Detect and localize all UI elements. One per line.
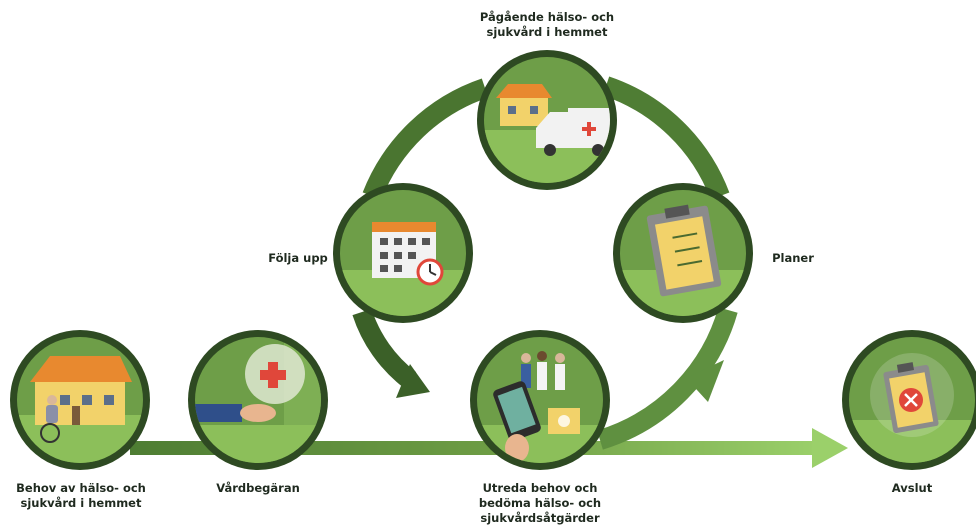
- step-behov-circle: [10, 330, 150, 470]
- folder-icon: [548, 408, 580, 434]
- label-utreda: Utreda behov och bedöma hälso- och sjukv…: [478, 481, 602, 525]
- clipboard-cancel-icon: [883, 362, 939, 434]
- phone-icon: [493, 381, 541, 462]
- step-utreda-circle: [470, 330, 610, 470]
- step-vardbegaran-circle: [188, 330, 328, 470]
- step-planer-circle: [613, 183, 753, 323]
- clipboard-icon: [646, 204, 722, 297]
- care-staff-icon: [521, 351, 565, 390]
- label-avslut: Avslut: [891, 481, 933, 495]
- hand-icon: [195, 404, 276, 422]
- house-icon: [30, 356, 132, 425]
- label-folja-upp: Följa upp: [268, 251, 328, 265]
- ambulance-icon: [536, 108, 610, 156]
- step-avslut-circle: [842, 330, 976, 470]
- cycle-arrows: [352, 76, 738, 450]
- house-icon: [496, 84, 552, 126]
- label-behov: Behov av hälso- och sjukvård i hemmet: [16, 481, 146, 510]
- step-folja-upp-circle: [333, 183, 473, 323]
- label-pagaende: Pågående hälso- och sjukvård i hemmet: [479, 10, 615, 39]
- clock-icon: [416, 258, 444, 286]
- label-vardbegaran: Vårdbegäran: [216, 481, 300, 495]
- step-pagaende-circle: [477, 50, 617, 190]
- wheelchair-user-icon: [40, 395, 60, 443]
- label-planer: Planer: [772, 251, 814, 265]
- speech-bubble-icon: [245, 344, 305, 404]
